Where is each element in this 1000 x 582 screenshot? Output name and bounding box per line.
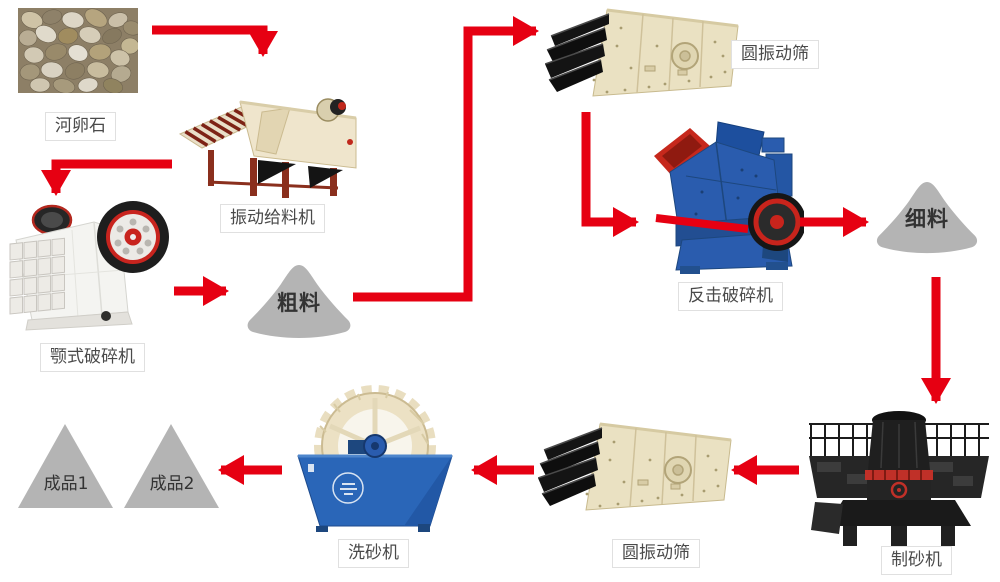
product1-label: 成品1 (43, 474, 89, 494)
feeder-illustration (178, 98, 357, 198)
fine-material-mound (876, 181, 978, 254)
sand-washer-illustration (297, 385, 453, 532)
arrow-coarse-to-screen-top (353, 16, 539, 302)
jaw-crusher-illustration (9, 201, 169, 331)
screen-bottom-label: 圆振动筛 (612, 539, 700, 569)
arrow-feeder-to-jaw (41, 159, 172, 196)
product2-label: 成品2 (149, 474, 195, 494)
sand-maker-label: 制砂机 (881, 546, 952, 576)
sand-maker-illustration (809, 411, 989, 548)
pebbles-label: 河卵石 (45, 112, 116, 142)
coarse-material-label: 粗料 (277, 291, 321, 315)
fine-material-label: 细料 (905, 207, 949, 231)
screen-top-illustration (545, 8, 739, 97)
pebbles-photo (18, 8, 138, 93)
screen-bottom-illustration (538, 422, 732, 511)
product2-triangle (124, 424, 219, 508)
coarse-material-mound (247, 265, 351, 338)
arrow-screen-top-to-impact (581, 112, 639, 237)
feeder-label: 振动给料机 (220, 204, 325, 234)
impact-crusher-label: 反击破碎机 (678, 282, 783, 312)
washer-label: 洗砂机 (338, 539, 409, 569)
screen-top-label: 圆振动筛 (731, 40, 819, 70)
impact-crusher-illustration (654, 121, 804, 274)
arrow-pebbles-to-feeder (152, 25, 278, 57)
jaw-crusher-label: 颚式破碎机 (40, 343, 145, 373)
product1-triangle (18, 424, 113, 508)
